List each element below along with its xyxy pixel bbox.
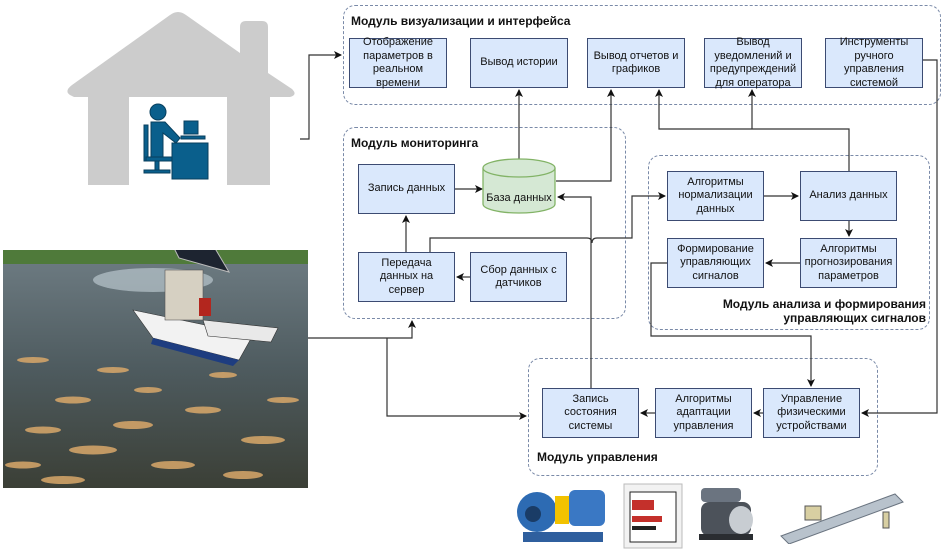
system-state-record-box[interactable]: Запись состояния системы: [542, 388, 639, 438]
house-icon: [67, 12, 295, 185]
forecast-algorithms-box[interactable]: Алгоритмы прогнозирования параметров: [800, 238, 897, 288]
wire-manual-to-devices: [861, 59, 938, 417]
pond-photo: [3, 250, 308, 488]
wire-state-to-db: [557, 193, 592, 388]
realtime-display-box[interactable]: Отображение параметров в реальном времен…: [349, 36, 447, 89]
data-analysis-box[interactable]: Анализ данных: [800, 171, 897, 221]
aerator-boat: [132, 250, 279, 366]
fish-group: [5, 357, 299, 484]
wire-pond-to-control: [386, 338, 527, 420]
device-pump-image: [515, 476, 615, 548]
reports-charts-box[interactable]: Вывод отчетов и графиков: [587, 38, 685, 88]
normalization-algorithms-box[interactable]: Алгоритмы нормализации данных: [667, 171, 764, 221]
device-feed-bag-image: [622, 482, 684, 550]
history-output-box[interactable]: Вывод истории: [470, 38, 568, 88]
device-conveyor-image: [775, 484, 910, 545]
control-module: [528, 358, 878, 476]
analysis-module: [648, 155, 930, 330]
wire-pond-to-monitoring: [308, 320, 416, 339]
data-transfer-box[interactable]: Передача данных на сервер: [358, 252, 455, 302]
monitoring-module-title: Модуль мониторинга: [351, 136, 479, 150]
database-cylinder[interactable]: [482, 158, 556, 214]
house-illustration: [60, 5, 300, 185]
wire-signals-to-devices: [650, 262, 815, 387]
visualization-module-title: Модуль визуализации и интерфейса: [351, 14, 571, 28]
device-compressor-image: [695, 484, 757, 546]
data-recording-box[interactable]: Запись данных: [358, 164, 455, 214]
sensor-collection-box[interactable]: Сбор данных с датчиков: [470, 252, 567, 302]
wire-analysis-to-outputs: [655, 89, 850, 171]
operator-notifications-box[interactable]: Вывод уведомлений и предупреждений для о…: [704, 36, 802, 89]
analysis-module-title: Модуль анализа и формирования управляющи…: [722, 297, 926, 325]
wire-house-to-visualization: [300, 51, 342, 140]
adaptation-algorithms-box[interactable]: Алгоритмы адаптации управления: [655, 388, 752, 438]
device-control-box[interactable]: Управление физическими устройствами: [763, 388, 860, 438]
control-module-title: Модуль управления: [537, 450, 658, 464]
wire-transfer-to-normalization: [429, 192, 666, 252]
visualization-module: [343, 5, 941, 105]
manual-control-tools-box[interactable]: Инструменты ручного управления системой: [825, 36, 923, 89]
control-signals-box[interactable]: Формирование управляющих сигналов: [667, 238, 764, 288]
monitoring-module: [343, 127, 626, 319]
wire-db-to-reports: [556, 89, 615, 182]
database-label: База данных: [486, 192, 552, 204]
